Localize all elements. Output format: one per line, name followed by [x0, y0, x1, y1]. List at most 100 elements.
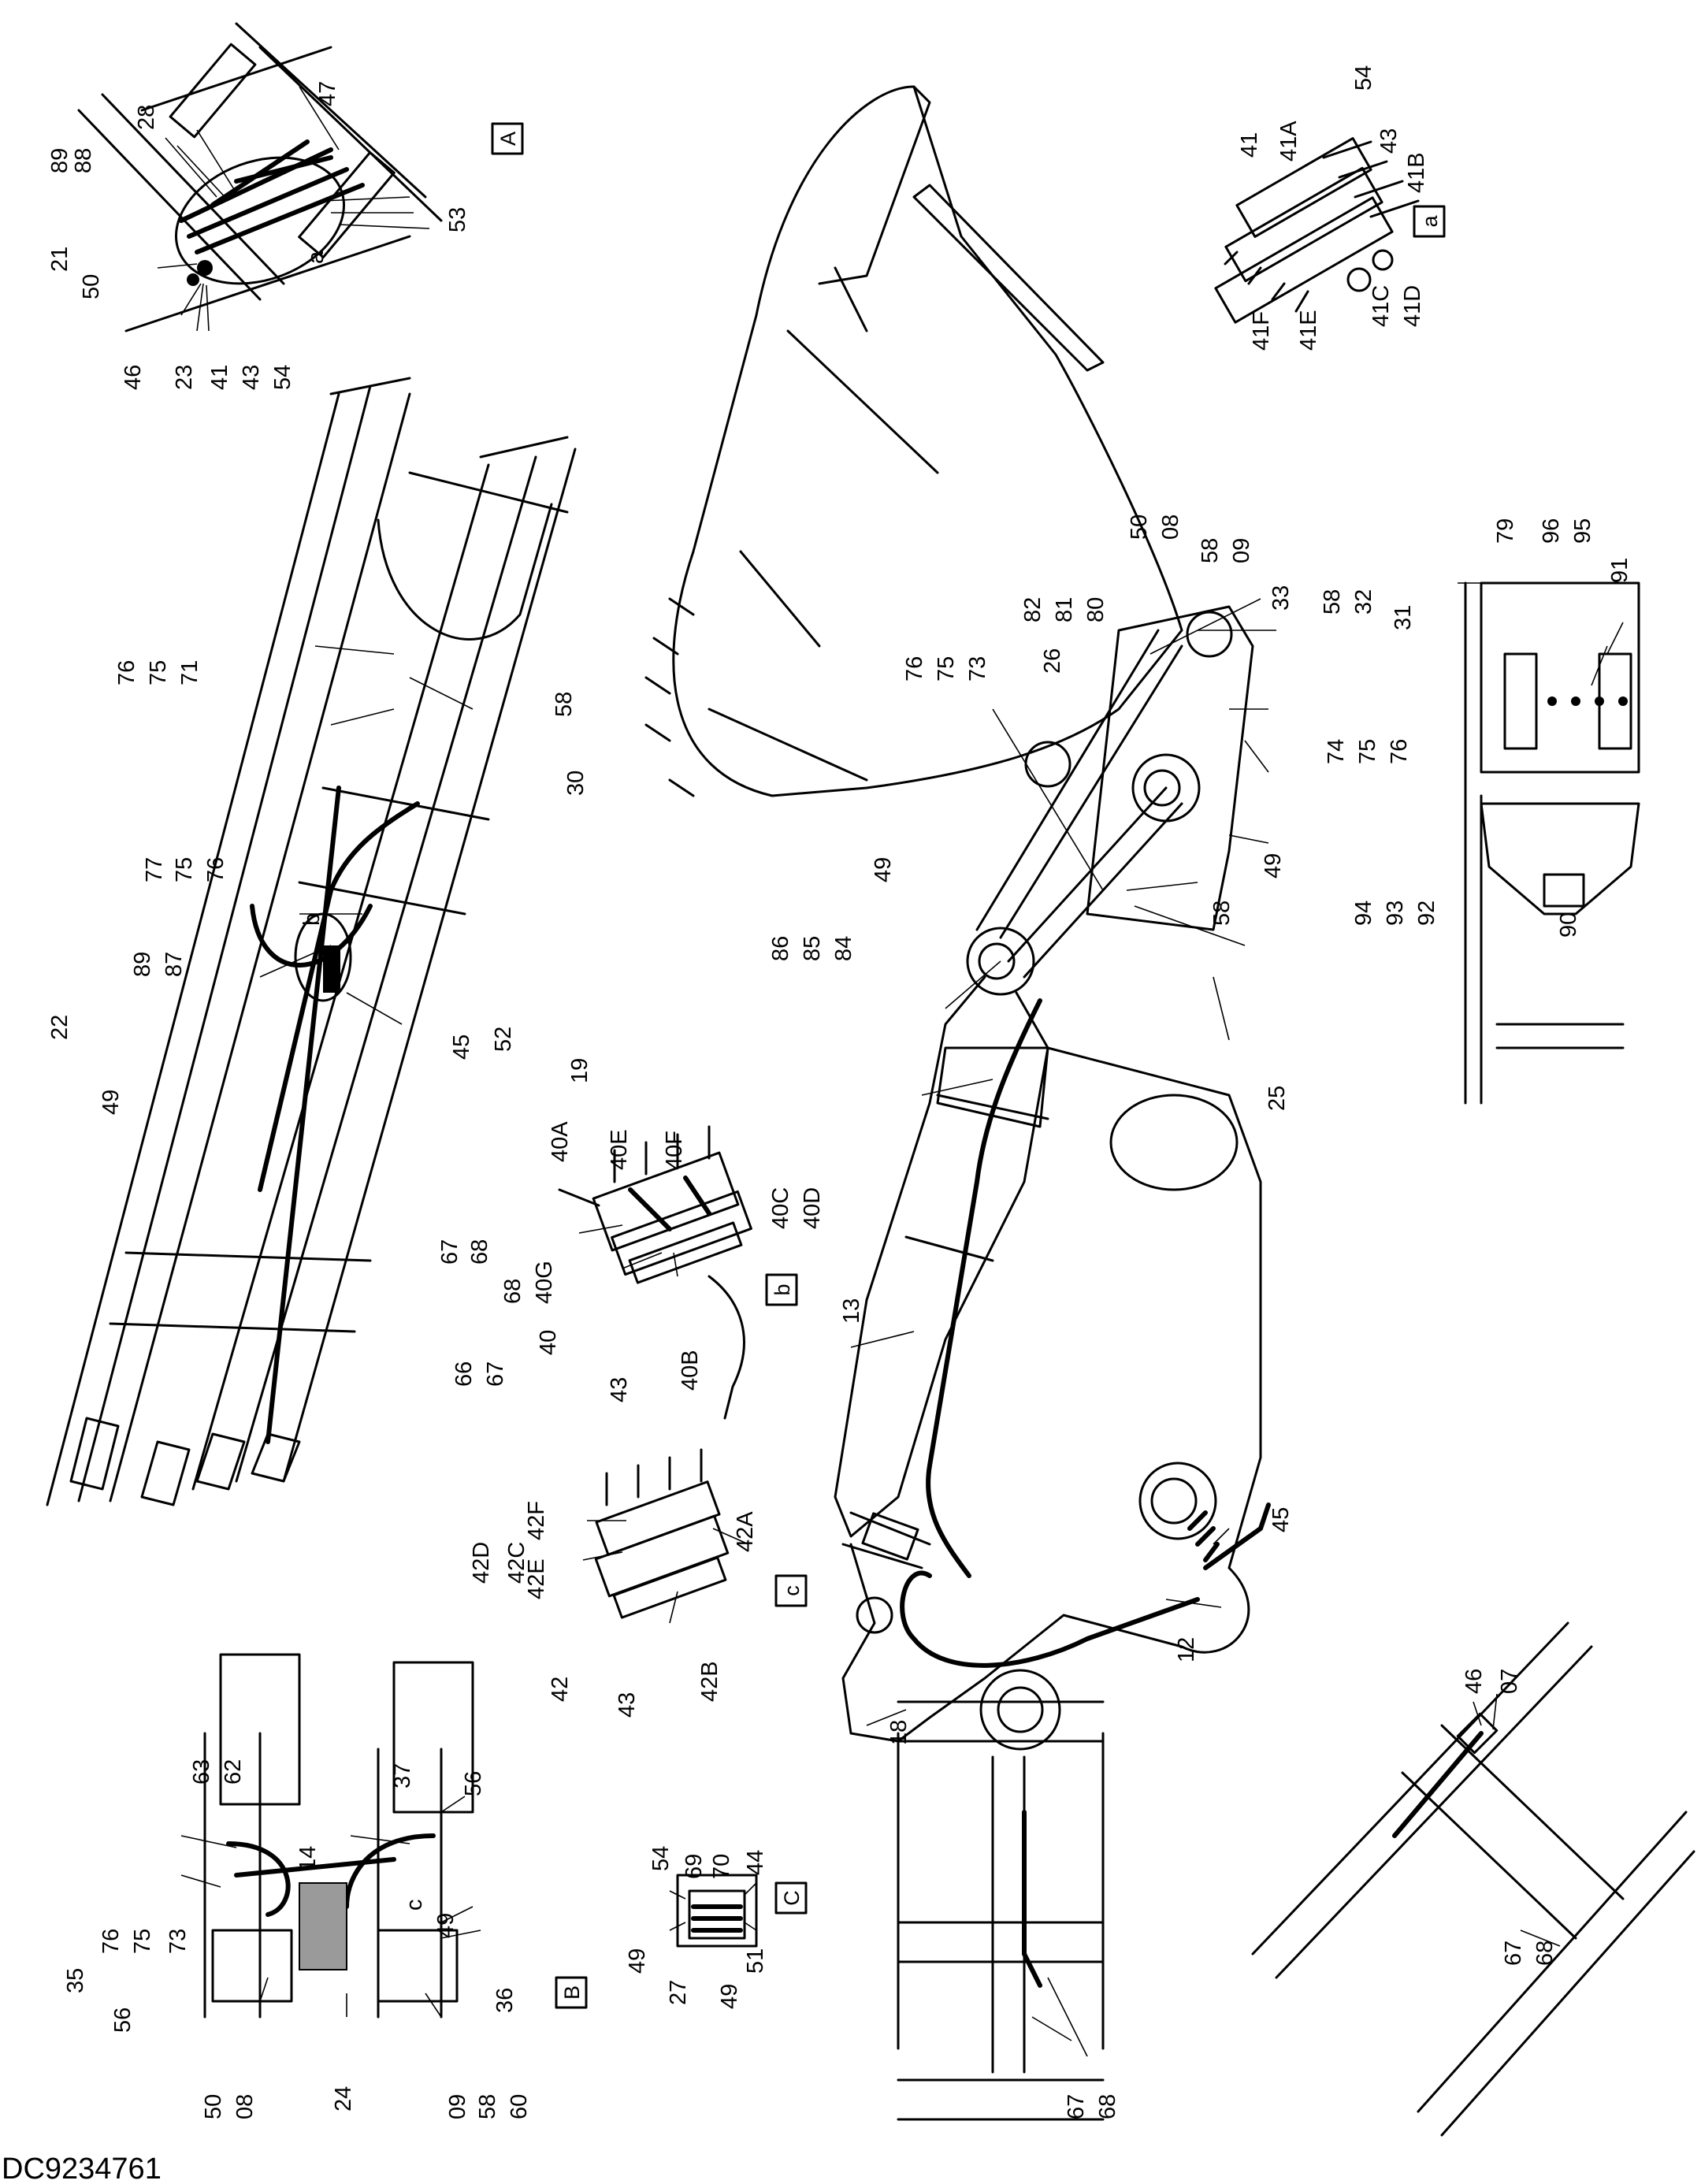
callout: 76 — [902, 656, 927, 682]
detail-tag-a-upper: A — [491, 122, 524, 155]
callout: 53 — [445, 207, 470, 232]
callout: 70 — [709, 1854, 734, 1879]
callout: 42F — [524, 1501, 549, 1540]
callout: 67 — [1064, 2094, 1089, 2119]
callout: 40B — [678, 1350, 703, 1391]
callouts-detail-b-lower: 40A 40E 40F 40C 40D 68 40G 40 43 40B — [500, 1121, 825, 1402]
callout: 09 — [1229, 538, 1254, 563]
detail-c-view — [582, 1448, 749, 1624]
callout: 67 — [437, 1239, 462, 1265]
callout: 41B — [1404, 152, 1429, 193]
detail-tag-label: C — [780, 1890, 804, 1906]
callout: 41E — [1296, 310, 1321, 351]
callout: 26 — [1040, 648, 1065, 674]
callout: 40D — [800, 1187, 825, 1229]
callout: 44 — [743, 1850, 768, 1875]
callout: 25 — [1265, 1086, 1290, 1111]
callout: 41 — [207, 365, 232, 390]
callout: 24 — [331, 2086, 356, 2112]
callout: 43 — [239, 365, 264, 390]
callout: 75 — [130, 1929, 155, 1954]
bottom-right-frame-view — [1251, 1621, 1695, 2137]
callout: 49 — [625, 1948, 650, 1974]
callout: 89 — [130, 952, 155, 977]
callout: 79 — [1493, 518, 1518, 544]
callout: 42 — [548, 1677, 573, 1702]
callout: 60 — [507, 2094, 532, 2119]
callout: 28 — [134, 105, 159, 130]
callout: 47 — [315, 81, 340, 106]
callout: 49 — [98, 1090, 124, 1115]
callout: 08 — [1158, 514, 1183, 540]
bottom-center-frame-view — [897, 1700, 1105, 2121]
callout: 35 — [63, 1968, 88, 1993]
callouts-bracket-detail: 79 96 95 91 94 93 92 90 — [1351, 518, 1632, 938]
callout: 77 — [142, 857, 167, 882]
callout: 49 — [433, 1913, 459, 1938]
detail-tag-a-lower: a — [1413, 205, 1446, 238]
callout: 33 — [1268, 585, 1294, 611]
callout: 41C — [1369, 285, 1394, 327]
callout: 56 — [110, 2008, 136, 2033]
callout: 21 — [47, 247, 72, 272]
callout: 71 — [177, 660, 202, 685]
callout: 43 — [1376, 128, 1402, 154]
callout: 80 — [1083, 597, 1109, 622]
callout: 40C — [768, 1187, 793, 1229]
callout: 41D — [1400, 285, 1425, 327]
callout: 43 — [615, 1692, 640, 1718]
callout: 89 — [47, 148, 72, 173]
callout: 73 — [165, 1929, 191, 1954]
callout: 75 — [172, 857, 197, 882]
callout: 58 — [552, 692, 577, 717]
callout: 42B — [697, 1661, 722, 1702]
callout: 40G — [532, 1261, 557, 1304]
callout: 45 — [449, 1034, 474, 1060]
callout: 87 — [162, 952, 187, 977]
callout: 27 — [666, 1980, 691, 2005]
callout: 90 — [1556, 912, 1581, 938]
arm-view — [46, 377, 577, 1506]
callout: 56 — [461, 1771, 486, 1796]
callout: 45 — [1268, 1507, 1294, 1532]
callout: 92 — [1414, 901, 1439, 926]
detail-tag-b-upper: B — [555, 1976, 588, 2009]
callout: 51 — [743, 1948, 768, 1974]
callout: 73 — [965, 656, 990, 682]
callout: 62 — [221, 1759, 246, 1785]
callout: 19 — [567, 1058, 592, 1083]
callout: 76 — [1387, 739, 1412, 764]
callout: b — [299, 913, 325, 926]
callout: 41F — [1249, 311, 1274, 351]
callouts-detail-a: 89 88 28 47 53 21 50 46 23 41 43 54 a — [47, 81, 470, 390]
callout: 41 — [1237, 132, 1262, 158]
callout: 94 — [1351, 901, 1376, 926]
callout: 50 — [79, 274, 104, 299]
detail-tag-b-lower: b — [765, 1273, 798, 1306]
callout: 50 — [201, 2094, 226, 2119]
callout: 49 — [717, 1984, 742, 2009]
callout: 42C — [504, 1542, 529, 1584]
callout: 75 — [1355, 739, 1380, 764]
drawing-number: DC9234761 — [2, 2152, 162, 2184]
detail-c-upper-view — [669, 1874, 758, 1948]
callout: 13 — [839, 1298, 864, 1324]
callout: 86 — [768, 936, 793, 961]
detail-a-lower-view — [1214, 137, 1420, 324]
callout: 58 — [1198, 538, 1223, 563]
callout: 58 — [1209, 901, 1235, 926]
callout: 42A — [733, 1511, 758, 1552]
callouts-arm-view: 76 75 71 58 30 77 75 76 89 87 b 22 49 45… — [47, 660, 592, 1387]
callout: 50 — [1127, 514, 1152, 540]
callout: 58 — [1320, 589, 1345, 615]
callout: 63 — [189, 1759, 214, 1785]
callout: 46 — [121, 365, 146, 390]
callout: 75 — [934, 656, 959, 682]
callout: 40 — [536, 1330, 561, 1355]
callout: 58 — [475, 2094, 500, 2119]
callouts-main-view: 82 81 80 50 08 58 09 33 58 32 31 74 75 7… — [768, 514, 1416, 1745]
callout: 40F — [662, 1131, 687, 1170]
callouts-detail-b-upper: 63 62 37 56 76 75 73 14 35 56 c 49 36 50… — [63, 1759, 532, 2119]
callout: 74 — [1324, 739, 1349, 764]
